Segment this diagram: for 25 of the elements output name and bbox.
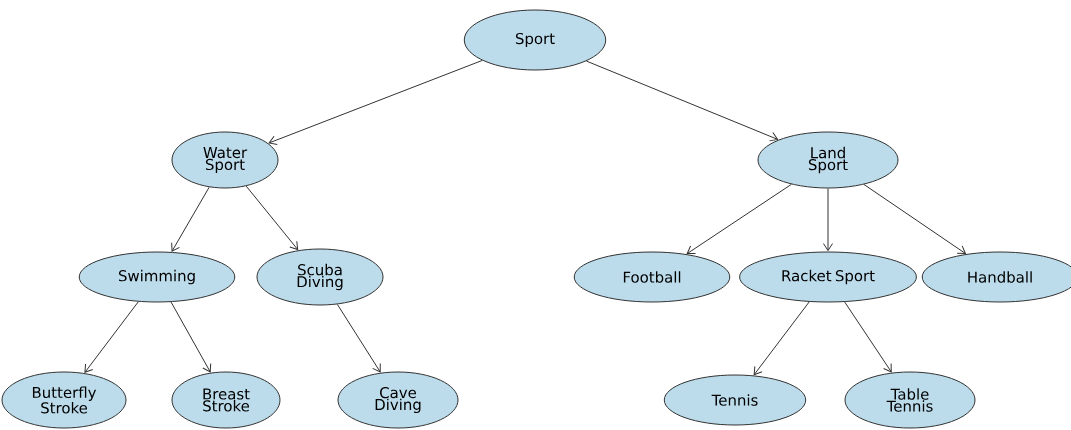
arrow — [245, 185, 299, 250]
ellipse-node: Land Sport — [757, 131, 899, 189]
ellipse-node: Butterfly Stroke — [1, 371, 127, 429]
ellipse-node: Scuba Diving — [256, 248, 384, 306]
ellipse-node: Breast Stroke — [171, 371, 281, 429]
arrow — [844, 301, 892, 373]
arrow — [336, 303, 381, 373]
arrow — [84, 301, 139, 373]
arrow — [585, 60, 779, 142]
arrow — [686, 183, 792, 255]
arrow — [823, 188, 833, 252]
ellipse-node: Football — [573, 251, 731, 303]
arrow — [268, 59, 483, 146]
ellipse-node: Handball — [921, 251, 1071, 303]
arrow — [863, 184, 966, 254]
arrow — [171, 186, 210, 252]
ellipse-node: Cave Diving — [337, 371, 459, 429]
ellipse-node: Tennis — [663, 374, 807, 426]
ellipse-node: Racket Sport — [739, 251, 917, 303]
ellipse-node: Swimming — [78, 251, 236, 303]
ellipse-node: Table Tennis — [844, 371, 976, 429]
arrow — [753, 301, 810, 376]
arrow — [170, 301, 212, 373]
ellipse-node: Sport — [463, 9, 607, 71]
ellipse-node: Water Sport — [171, 131, 279, 189]
